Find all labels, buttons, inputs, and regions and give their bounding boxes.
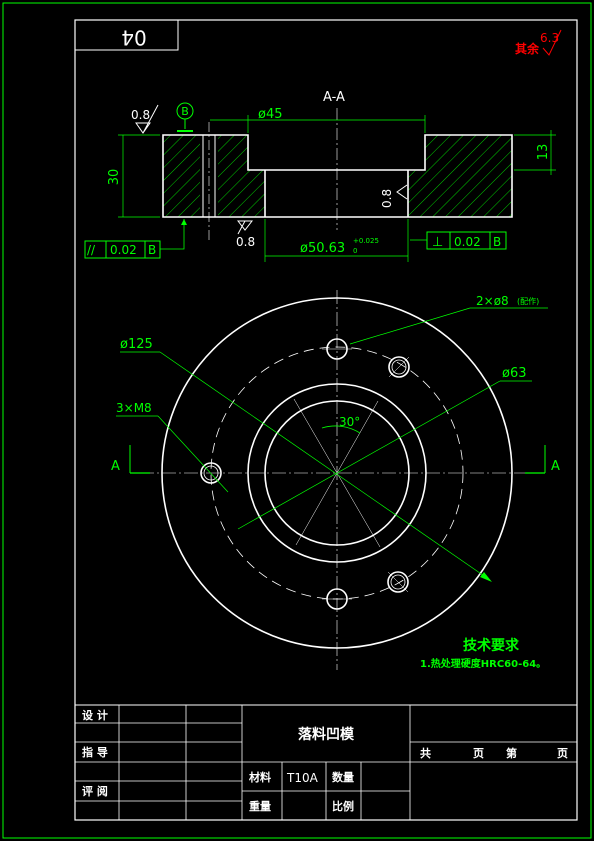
section-outline <box>162 134 513 218</box>
dim-hole-tol-upper: +0.025 <box>353 237 379 245</box>
title-block: 设 计 指 导 评 阅 落料凹模 材料 T10A 数量 重量 比例 共 页 第 … <box>74 704 578 821</box>
perp-symbol: ⊥ <box>432 235 443 250</box>
dim-pin-holes: 2×ø8 <box>476 294 509 308</box>
dim-pcd: ø63 <box>502 366 527 381</box>
notes-line1: 1.热处理硬度HRC60-64。 <box>420 657 546 670</box>
parallelism-frame: // 0.02 B <box>84 219 187 259</box>
tb-review: 评 阅 <box>82 784 108 798</box>
thread-hole <box>200 462 222 484</box>
cut-label-left: A <box>111 459 120 474</box>
tb-no-label: 第 <box>506 746 517 760</box>
notes-title: 技术要求 <box>463 637 520 654</box>
tb-material-label: 材料 <box>249 770 271 784</box>
dim-hole: ø50.63 <box>300 241 345 256</box>
roughness-rest-label: 其余 <box>515 41 540 56</box>
roughness-rest-value: 6.3 <box>540 31 559 45</box>
plan-view: A A ø125 2×ø8 (配作) ø63 3×M8 30° <box>111 290 560 670</box>
outer-circle <box>161 297 513 649</box>
pin-note: (配作) <box>517 296 539 306</box>
tb-part-name: 落料凹模 <box>298 726 355 743</box>
tb-scale-label: 比例 <box>332 799 354 813</box>
tb-material-value: T10A <box>286 771 319 785</box>
step-circle <box>247 383 427 563</box>
thread-hole <box>388 356 410 378</box>
dim-height: 30 <box>107 169 122 186</box>
roughness-top: 0.8 <box>131 108 150 122</box>
tb-sheet-label2: 页 <box>557 747 568 760</box>
tb-qty-label: 数量 <box>332 770 354 784</box>
bore-circle <box>264 400 410 546</box>
dim-hole-tol-lower: 0 <box>353 247 357 255</box>
tb-design: 设 计 <box>82 708 108 722</box>
dim-bore: ø45 <box>258 107 283 122</box>
parallelism-datum: B <box>148 243 156 257</box>
technical-notes: 技术要求 1.热处理硬度HRC60-64。 <box>420 637 546 670</box>
roughness-rest: 其余 6.3 <box>515 29 562 56</box>
section-view: A-A 0.8 B ø45 30 <box>84 90 556 262</box>
tb-sheet-label: 页 <box>473 747 484 760</box>
perpendicularity-frame: ⊥ 0.02 B <box>410 231 507 250</box>
perp-value: 0.02 <box>454 235 481 249</box>
drawing-number: 04 <box>121 26 146 50</box>
dim-step: 13 <box>536 144 551 161</box>
parallelism-symbol: // <box>87 243 96 257</box>
section-label: A-A <box>323 90 345 105</box>
datum-b: B <box>181 105 189 118</box>
tb-total-label: 共 <box>420 746 431 760</box>
dim-angle: 30° <box>339 415 360 429</box>
perp-datum: B <box>493 235 501 249</box>
roughness-bottom: 0.8 <box>236 235 255 249</box>
dim-outer: ø125 <box>120 337 153 352</box>
roughness-bore: 0.8 <box>380 189 394 208</box>
tb-weight-label: 重量 <box>249 799 271 813</box>
thread-hole <box>387 571 409 593</box>
tb-check: 指 导 <box>82 745 108 759</box>
cut-label-right: A <box>551 459 560 474</box>
parallelism-value: 0.02 <box>110 243 137 257</box>
dim-thread: 3×M8 <box>116 401 152 415</box>
drawing-number-box: 04 <box>74 19 179 51</box>
